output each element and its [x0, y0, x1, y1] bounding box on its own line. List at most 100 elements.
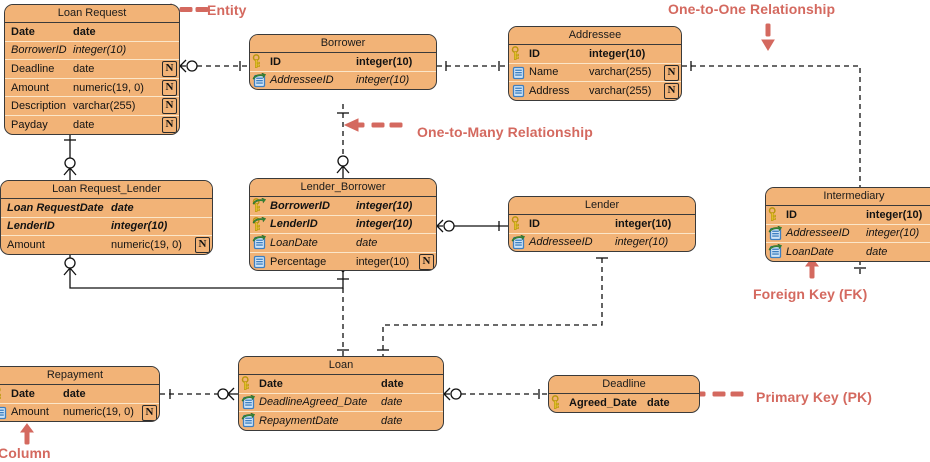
- field-type: integer(10): [73, 44, 127, 57]
- field-name: Loan RequestDate: [7, 201, 104, 214]
- entity-field-row[interactable]: LoanDate date: [766, 243, 930, 261]
- field-name: ID: [529, 47, 540, 60]
- entity-title: Addressee: [509, 27, 681, 45]
- field-name: Percentage: [270, 255, 327, 268]
- rel-loan-deadline: [443, 387, 548, 401]
- field-type: integer(10): [615, 217, 672, 230]
- entity-field-row[interactable]: ID integer(10): [509, 45, 681, 64]
- field-type: integer(10): [589, 47, 646, 60]
- nullable-marker: N: [664, 83, 679, 100]
- rel-repayment-loan: [160, 387, 238, 401]
- primary-key-icon: [511, 216, 526, 231]
- foreign-key-icon: [511, 234, 526, 250]
- primary-foreign-key-icon: [252, 216, 267, 232]
- field-name: LoanDate: [786, 245, 834, 258]
- nullable-marker: N: [162, 61, 177, 78]
- field-name: LenderID: [7, 220, 55, 233]
- field-type: integer(10): [356, 255, 410, 268]
- foreign-key-icon: [768, 244, 783, 259]
- field-name: AddresseeID: [529, 236, 593, 249]
- field-type: date: [356, 236, 378, 249]
- entity-field-row[interactable]: RepaymentDate date: [239, 412, 443, 430]
- column-icon: [0, 405, 8, 420]
- nullable-marker: N: [162, 79, 177, 96]
- field-name: LenderID: [270, 218, 318, 231]
- nullable-marker: N: [195, 237, 210, 254]
- field-name: Amount: [7, 238, 45, 251]
- field-type: date: [73, 118, 95, 131]
- field-name: BorrowerID: [270, 199, 330, 212]
- column-icon: [252, 254, 267, 269]
- field-type: date: [381, 414, 403, 427]
- field-name: Deadline: [11, 62, 55, 75]
- field-name: RepaymentDate: [259, 414, 339, 427]
- field-type: integer(10): [866, 208, 923, 221]
- rel-borrower-addressee: [437, 61, 508, 71]
- entity-field-row[interactable]: LenderID integer(10): [1, 218, 212, 237]
- field-type: varchar(255): [73, 100, 136, 113]
- entity-field-row[interactable]: AddresseeID integer(10): [766, 225, 930, 244]
- field-type: date: [647, 396, 670, 409]
- field-name: Date: [259, 377, 283, 390]
- primary-key-icon: [768, 207, 783, 222]
- field-type: integer(10): [356, 55, 413, 68]
- rel-lenderborrower-loan: [337, 288, 349, 356]
- entity-title: Borrower: [250, 35, 436, 53]
- field-name: Date: [11, 25, 35, 38]
- annotation-one-to-many: One-to-Many Relationship: [417, 124, 593, 140]
- annotation-foreign-key: Foreign Key (FK): [753, 286, 868, 302]
- rel-intermediary-stub: [854, 260, 866, 276]
- primary-key-icon: [241, 376, 256, 391]
- nullable-marker: N: [142, 404, 157, 421]
- field-name: AddresseeID: [786, 227, 850, 240]
- entity-title: Lender: [509, 197, 695, 215]
- field-type: integer(10): [866, 227, 920, 240]
- field-type: varchar(255): [589, 84, 652, 97]
- foreign-key-icon: [241, 394, 256, 410]
- field-type: date: [866, 245, 888, 258]
- field-type: integer(10): [111, 220, 168, 233]
